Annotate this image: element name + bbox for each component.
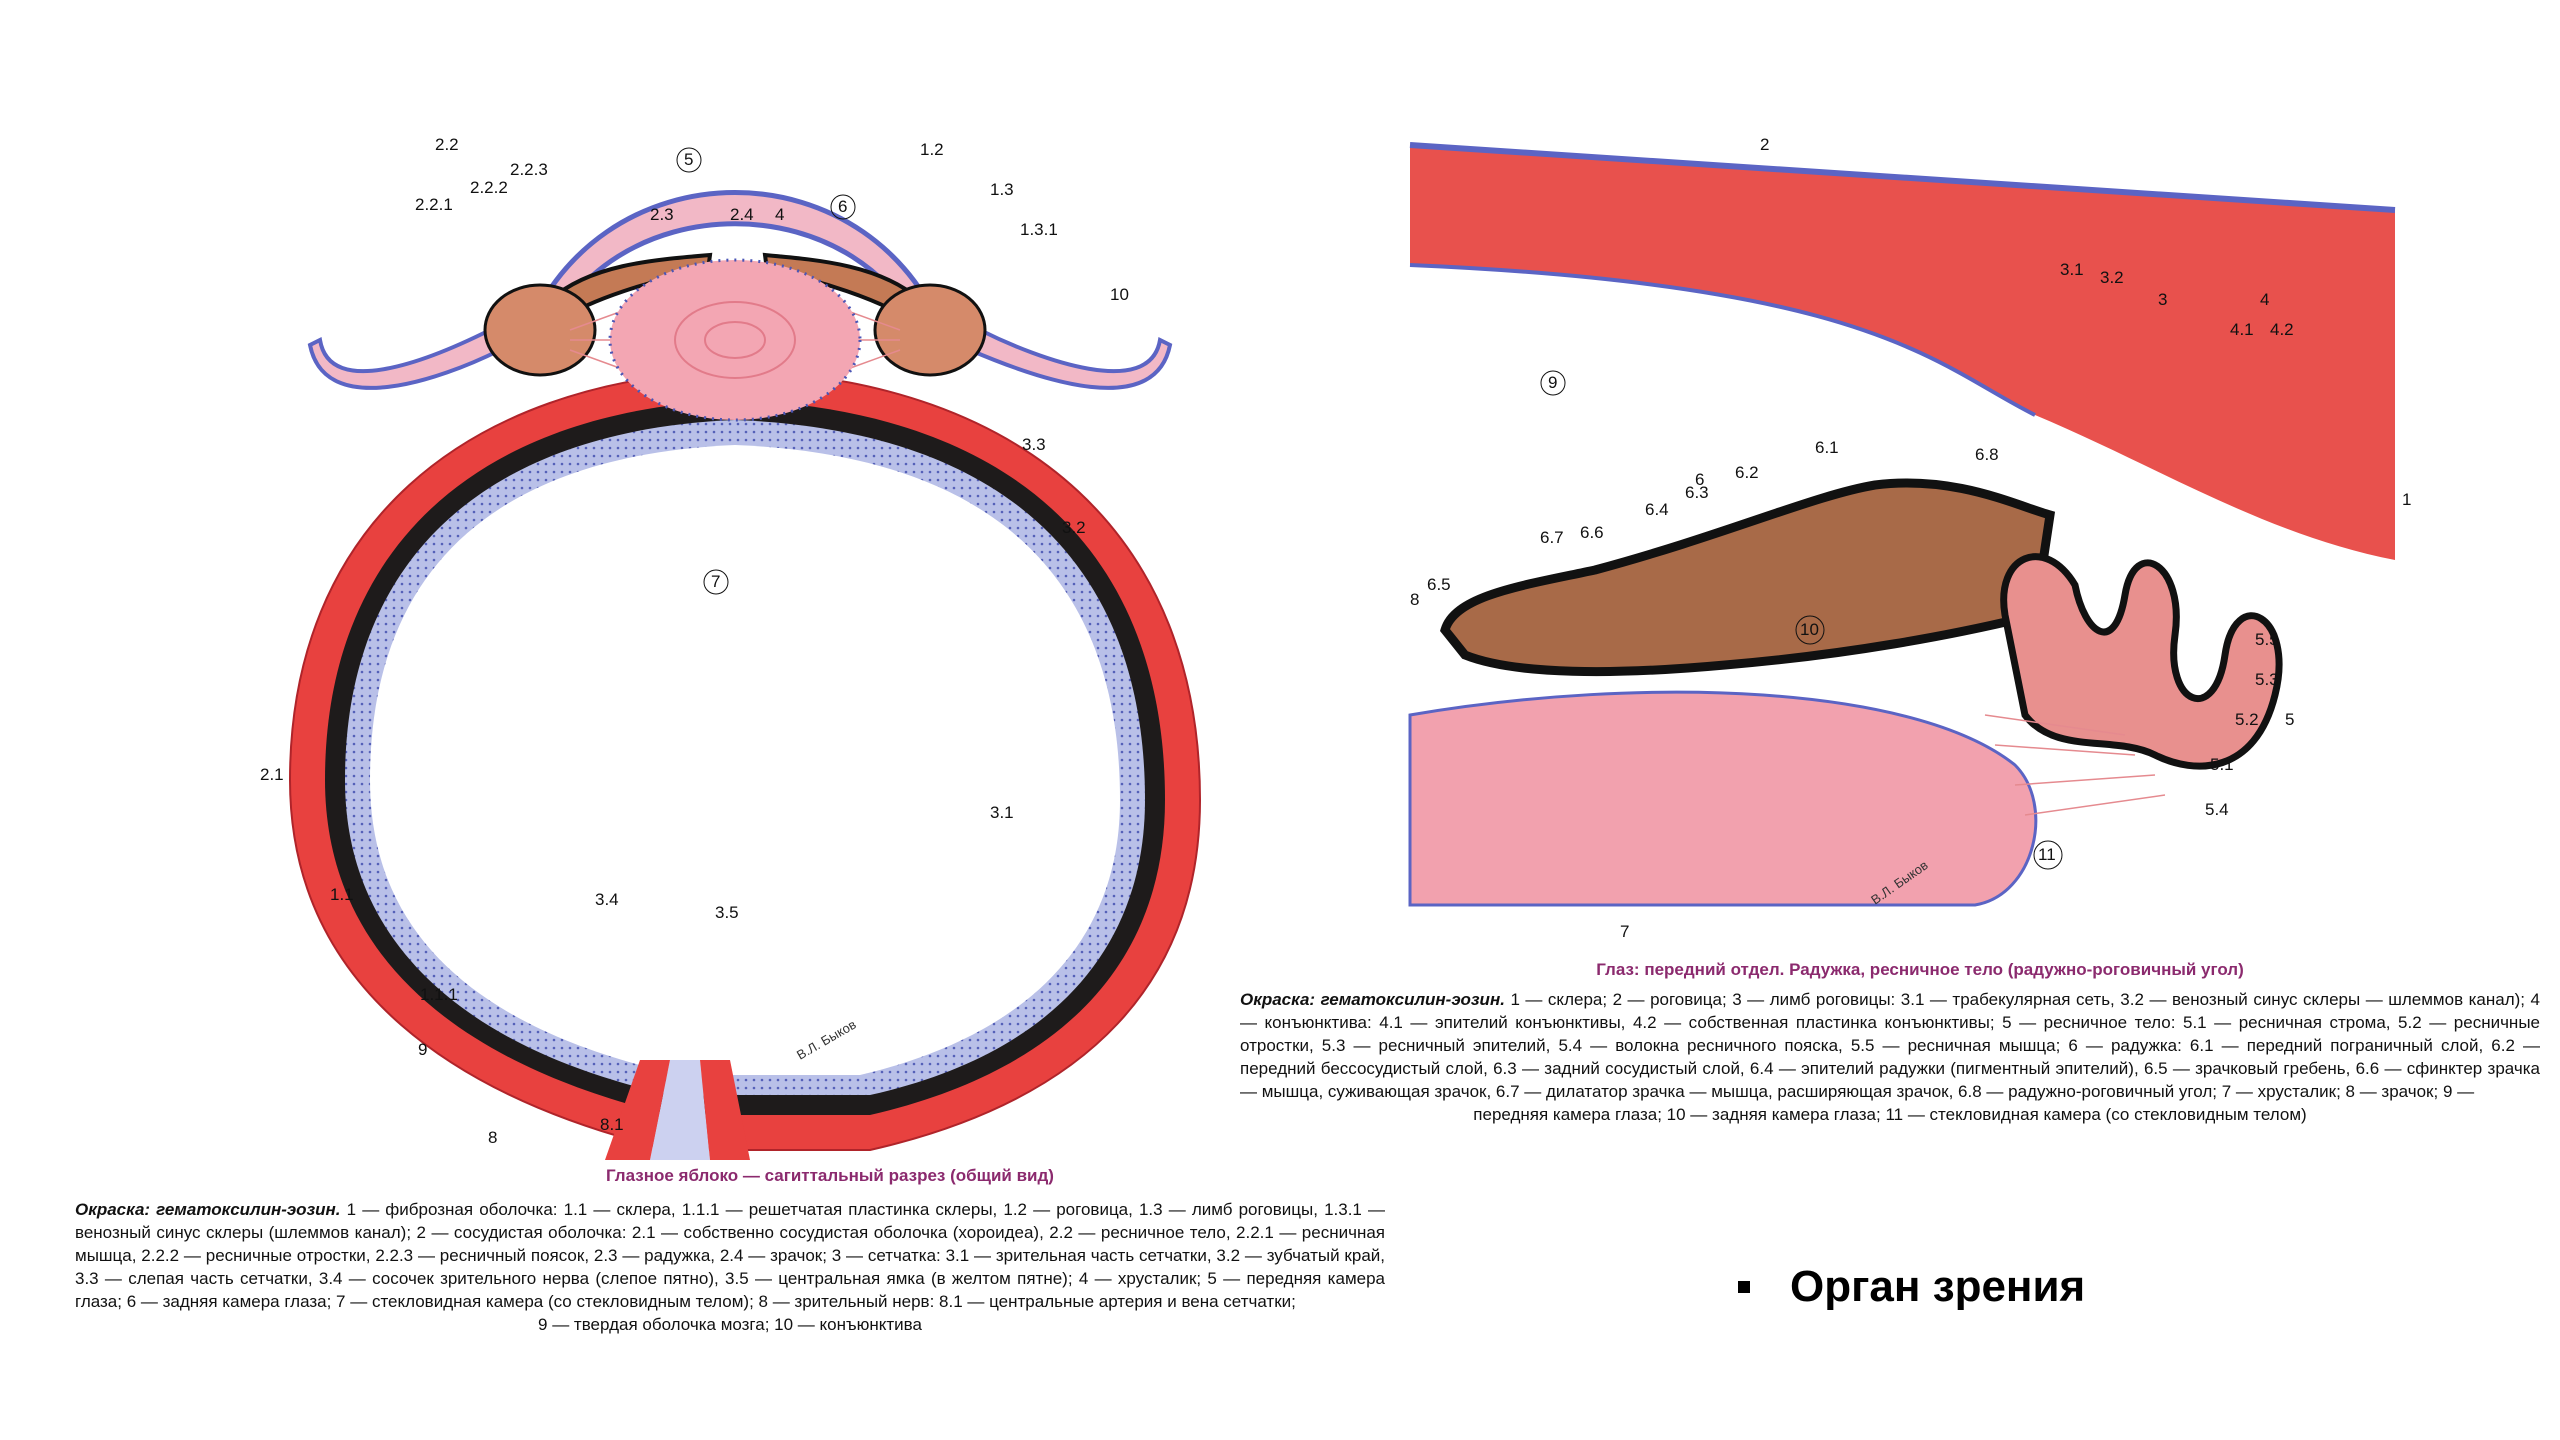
bullet-heading: Орган зрения	[1738, 1262, 2085, 1312]
label-4-1: 4.1	[2230, 320, 2254, 339]
label-8: 8	[1410, 590, 1419, 609]
label-4: 4	[2260, 290, 2269, 309]
label-5: 5	[684, 150, 693, 169]
label-9: 9	[1548, 373, 1557, 392]
label-6-4: 6.4	[1645, 500, 1669, 519]
eyeball-diagram: 2.2 2.2.3 2.2.1 2.2.2 5 1.2 1.3 1.3.1 2.…	[260, 135, 1202, 1160]
label-4-2: 4.2	[2270, 320, 2294, 339]
label-1-1-1: 1.1.1	[420, 985, 458, 1004]
ciliary-body	[483, 283, 597, 377]
iris	[1440, 478, 2056, 677]
left-legend-last: 9 — твердая оболочка мозга; 10 — конъюнк…	[538, 1315, 922, 1334]
right-caption-title: Глаз: передний отдел. Радужка, ресничное…	[1596, 960, 2244, 979]
iris-ciliary-diagram: 2 3.1 3.2 3 4 4.1 4.2 9 6.8 1 6 6.1 6.2 …	[1408, 135, 2411, 941]
right-legend-text: 1 — склера; 2 — роговица; 3 — лимб рогов…	[1240, 990, 2540, 1101]
label-5: 5	[2285, 710, 2294, 729]
label-1-3: 1.3	[990, 180, 1014, 199]
label-10: 10	[1800, 620, 1819, 639]
label-4: 4	[775, 205, 784, 224]
ciliary-processes	[2000, 553, 2283, 770]
label-2-2: 2.2	[435, 135, 459, 154]
label-2-2-1: 2.2.1	[415, 195, 453, 214]
label-6-2: 6.2	[1735, 463, 1759, 482]
left-legend-head: Окраска: гематоксилин-эозин.	[75, 1200, 341, 1219]
vitreous-chamber	[370, 445, 1120, 1075]
label-2-4: 2.4	[730, 205, 754, 224]
label-6-5: 6.5	[1427, 575, 1451, 594]
label-1-3-1: 1.3.1	[1020, 220, 1058, 239]
label-3-1: 3.1	[2060, 260, 2084, 279]
ciliary-body	[873, 283, 987, 377]
label-5-1: 5.1	[2210, 755, 2234, 774]
label-5-5: 5.5	[2255, 630, 2279, 649]
label-3-5: 3.5	[715, 903, 739, 922]
label-1: 1	[2402, 490, 2411, 509]
label-8-1: 8.1	[600, 1115, 624, 1134]
label-9: 9	[418, 1040, 427, 1059]
left-caption-title: Глазное яблоко — сагиттальный разрез (об…	[606, 1166, 1054, 1185]
right-legend-head: Окраска: гематоксилин-эозин.	[1240, 990, 1505, 1009]
label-3-2: 3.2	[2100, 268, 2124, 287]
label-1-1: 1.1	[330, 885, 354, 904]
label-2-2-2: 2.2.2	[470, 178, 508, 197]
right-legend: Окраска: гематоксилин-эозин. 1 — склера;…	[1240, 988, 2540, 1126]
cornea-sclera	[1410, 145, 2395, 560]
label-5-2: 5.2	[2235, 710, 2259, 729]
label-3-3: 3.3	[1022, 435, 1046, 454]
label-11: 11	[2038, 845, 2056, 864]
label-1-2: 1.2	[920, 140, 944, 159]
label-10: 10	[1110, 285, 1129, 304]
label-3-1: 3.1	[990, 803, 1014, 822]
conjunctiva	[967, 327, 1173, 390]
label-2-3: 2.3	[650, 205, 674, 224]
lens	[608, 258, 862, 422]
left-legend: Окраска: гематоксилин-эозин. 1 — фиброзн…	[75, 1198, 1385, 1336]
label-2: 2	[1760, 135, 1769, 154]
label-6: 6	[838, 197, 847, 216]
label-6-8: 6.8	[1975, 445, 1999, 464]
right-legend-last: передняя камера глаза; 10 — задняя камер…	[1473, 1105, 2307, 1124]
label-3: 3	[2158, 290, 2167, 309]
label-6-1: 6.1	[1815, 438, 1839, 457]
label-7: 7	[1620, 922, 1629, 941]
label-6-6: 6.6	[1580, 523, 1604, 542]
label-6-3: 6.3	[1685, 483, 1709, 502]
conjunctiva	[307, 327, 503, 390]
lens	[1408, 690, 2038, 907]
label-7: 7	[711, 572, 720, 591]
label-6: 6	[1695, 470, 1704, 489]
left-legend-text: 1 — фиброзная оболочка: 1.1 — склера, 1.…	[75, 1200, 1385, 1311]
label-2-1: 2.1	[260, 765, 284, 784]
bullet-icon	[1738, 1281, 1750, 1293]
label-5-3: 5.3	[2255, 670, 2279, 689]
bullet-heading-text: Орган зрения	[1790, 1262, 2086, 1311]
label-8: 8	[488, 1128, 497, 1147]
label-5-4: 5.4	[2205, 800, 2229, 819]
label-3-4: 3.4	[595, 890, 619, 909]
label-6-7: 6.7	[1540, 528, 1564, 547]
label-3-2: 3.2	[1062, 518, 1086, 537]
label-2-2-3: 2.2.3	[510, 160, 548, 179]
